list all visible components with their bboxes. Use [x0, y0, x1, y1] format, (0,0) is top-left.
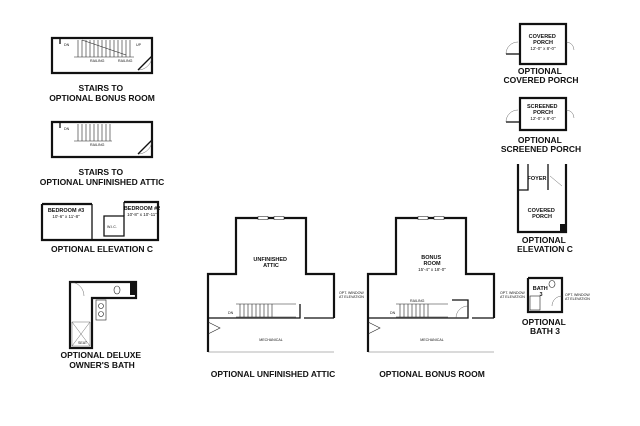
seat-label: SEAT [78, 341, 88, 345]
stairs-dn-label: DN [64, 43, 70, 47]
bath3-plan: BATH 3 OPT. WINDOW AT ELEVATION [526, 276, 591, 314]
porch-name-line: PORCH [532, 214, 552, 220]
caption-line: BATH 3 [530, 326, 560, 336]
foyer-label: FOYER [528, 176, 547, 182]
stairs-to-attic-plan: DN RAILING [50, 120, 154, 159]
elevation-c-porch-plan: FOYER COVERED PORCH [516, 164, 568, 234]
porch-name-line: SCREENED [527, 104, 558, 110]
porch-name-line: COVERED [529, 34, 556, 40]
caption-elevation-c-left: OPTIONAL ELEVATION C [51, 244, 153, 254]
bedroom2-name: BEDROOM #2 [124, 206, 160, 212]
column-block [560, 224, 566, 232]
porch-name-line: PORCH [533, 40, 553, 46]
note-line: OPT. WINDOW [565, 293, 590, 297]
mechanical-label: MECHANICAL [420, 338, 444, 342]
caption-line: OPTIONAL [518, 135, 562, 145]
caption-line: STAIRS TO [79, 83, 124, 93]
stairs-to-bonus-room-plan: DN UP RAILING RAILING [50, 36, 154, 75]
bedroom3-dimensions: 10'-6" x 11'-8" [52, 214, 80, 219]
caption-bath3: OPTIONAL BATH 3 [522, 317, 568, 336]
screened-porch-plan: SCREENED PORCH 12'-0" x 8'-0" [505, 96, 575, 132]
covered-porch-dimensions: 12'-0" x 8'-0" [530, 46, 556, 51]
walk-in-closet-label: W.I.C. [107, 225, 117, 229]
note-line: AT ELEVATION [339, 295, 364, 299]
attic-name-line: UNFINISHED [253, 257, 287, 263]
attic-room-name: UNFINISHED ATTIC [253, 257, 288, 269]
stairs-dn-label: DN [228, 311, 234, 315]
bonus-name-line: ROOM [423, 261, 441, 267]
caption-line: OWNER'S BATH [69, 360, 135, 370]
covered-porch-name: COVERED PORCH [529, 34, 558, 46]
porch-name-line: COVERED [528, 208, 555, 214]
covered-porch-plan: COVERED PORCH 12'-0" x 8'-0" [505, 22, 575, 66]
toilet-icon [548, 280, 556, 288]
bath-name-line: BATH [533, 286, 548, 292]
caption-stairs-attic: STAIRS TO OPTIONAL UNFINISHED ATTIC [40, 167, 165, 187]
caption-covered-porch: OPTIONAL COVERED PORCH [503, 66, 578, 85]
caption-line: OPTIONAL UNFINISHED ATTIC [40, 177, 165, 187]
caption-line: OPTIONAL [522, 235, 566, 245]
unfinished-attic-plan: UNFINISHED ATTIC DN MECHANICAL OPT. WIND… [206, 216, 365, 353]
railing-label: RAILING [90, 59, 105, 63]
caption-bonus-room: OPTIONAL BONUS ROOM [379, 369, 485, 379]
opt-window-note: OPT. WINDOW AT ELEVATION [565, 293, 591, 301]
caption-line: STAIRS TO [79, 167, 124, 177]
attic-name-line: ATTIC [263, 263, 279, 269]
bonus-name-line: BONUS [421, 255, 441, 261]
note-line: AT ELEVATION [565, 297, 590, 301]
deluxe-owners-bath-plan: SEAT [68, 280, 138, 350]
caption-line: COVERED PORCH [503, 75, 578, 85]
double-vanity [95, 299, 107, 321]
bedroom3-name: BEDROOM #3 [48, 208, 84, 214]
bonus-room-plan: BONUS ROOM 15'-4" x 18'-0" DN RAILING ME… [366, 216, 526, 353]
toilet-icon [113, 285, 121, 295]
covered-porch-c-name: COVERED PORCH [528, 208, 557, 220]
opt-window-note: OPT. WINDOW AT ELEVATION [500, 291, 526, 299]
mechanical-label: MECHANICAL [259, 338, 283, 342]
caption-line: OPTIONAL BONUS ROOM [49, 93, 155, 103]
caption-line: SCREENED PORCH [501, 144, 581, 154]
bath3-name: BATH 3 [533, 286, 549, 298]
caption-line: OPTIONAL DELUXE [61, 350, 142, 360]
note-line: OPT. WINDOW [339, 291, 364, 295]
railing-label: RAILING [90, 143, 105, 147]
note-line: AT ELEVATION [500, 295, 525, 299]
caption-line: OPTIONAL [518, 66, 562, 76]
elevation-c-bedrooms-plan: W.I.C. BEDROOM #3 10'-6" x 11'-8" BEDROO… [40, 200, 160, 242]
screened-porch-dimensions: 12'-0" x 8'-0" [530, 116, 556, 121]
caption-stairs-bonus: STAIRS TO OPTIONAL BONUS ROOM [49, 83, 155, 103]
bonus-room-name: BONUS ROOM [421, 255, 442, 267]
caption-unfinished-attic: OPTIONAL UNFINISHED ATTIC [211, 369, 336, 379]
bath-name-line: 3 [539, 292, 542, 298]
stairs-dn-label: DN [390, 311, 396, 315]
bath-wall-block [130, 283, 136, 295]
caption-line: ELEVATION C [517, 244, 573, 254]
note-line: OPT. WINDOW [500, 291, 525, 295]
opt-window-note: OPT. WINDOW AT ELEVATION [339, 291, 365, 299]
caption-line: OPTIONAL [522, 317, 566, 327]
railing-label: RAILING [410, 299, 425, 303]
bonus-room-dimensions: 15'-4" x 18'-0" [418, 267, 446, 272]
caption-elevation-c-right: OPTIONAL ELEVATION C [517, 235, 573, 254]
bedroom2-dimensions: 10'-8" x 10'-11" [127, 212, 157, 217]
railing-label: RAILING [118, 59, 133, 63]
stairs-dn-label: DN [64, 127, 70, 131]
stairs-up-label: UP [136, 43, 142, 47]
caption-screened-porch: OPTIONAL SCREENED PORCH [501, 135, 581, 154]
porch-name-line: PORCH [533, 110, 553, 116]
screened-porch-name: SCREENED PORCH [527, 104, 559, 116]
caption-deluxe-bath: OPTIONAL DELUXE OWNER'S BATH [61, 350, 144, 370]
bath3-tub [529, 295, 541, 311]
